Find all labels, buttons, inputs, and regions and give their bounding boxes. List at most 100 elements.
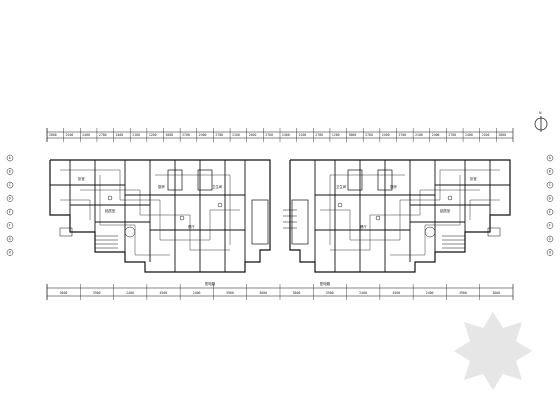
top-dimension-label: 2100 — [415, 133, 423, 137]
top-dimension-label: 2700 — [215, 133, 223, 137]
top-dimension-label: 2700 — [265, 133, 273, 137]
axis-bubble — [6, 181, 14, 189]
axis-bubble — [546, 222, 554, 229]
axis-bubble — [546, 208, 554, 216]
axis-bubble — [546, 181, 554, 189]
top-dimension-label: 2700 — [399, 133, 407, 137]
axis-bubble — [546, 235, 554, 243]
bottom-dimension-label: 4500 — [160, 291, 168, 295]
bottom-dimension-label: 2400 — [359, 291, 367, 295]
axis-label: G — [549, 237, 551, 241]
top-dimension-label: 2100 — [66, 133, 74, 137]
axis-label: E — [549, 210, 551, 214]
axis-bubble — [6, 249, 14, 256]
watermark-logo — [454, 312, 532, 390]
north-arrow-icon: N — [534, 111, 548, 132]
axis-label: E — [9, 210, 11, 214]
bottom-dimension-label: 2400 — [193, 291, 201, 295]
axis-label: D — [9, 197, 11, 201]
axis-label: H — [9, 251, 11, 255]
top-dimension-label: 1200 — [332, 133, 340, 137]
top-dimension-label: 2700 — [365, 133, 373, 137]
bottom-label-left: 配电箱 — [205, 281, 216, 286]
bottom-dimension-label: 3600 — [60, 291, 68, 295]
top-dimension-label: 2400 — [282, 133, 290, 137]
bottom-dimension-label: 3900 — [326, 291, 334, 295]
bottom-dimension-labels: 3600 3900 2400 4500 2400 3900 3600 3600 3900 2400… — [46, 284, 500, 300]
room-label: 餐厅 — [360, 224, 367, 229]
top-dimension-label: 2400 — [199, 133, 207, 137]
axis-bubble — [6, 222, 14, 229]
top-dimension-label: 2400 — [249, 133, 257, 137]
top-dimension-label: 2700 — [99, 133, 107, 137]
bottom-dimension-label: 3600 — [492, 291, 500, 295]
top-dimension-label: 2400 — [465, 133, 473, 137]
fixtures — [59, 195, 501, 238]
axis-bubble — [546, 195, 554, 202]
room-label: 餐厅 — [188, 224, 195, 229]
axis-label: H — [549, 251, 551, 255]
top-dimension-label: 1200 — [149, 133, 157, 137]
electrical-wiring — [60, 169, 500, 256]
top-dimension-label: 2100 — [232, 133, 240, 137]
axis-bubble — [546, 154, 554, 162]
top-dimension-label: 3000 — [349, 133, 357, 137]
room-label: 卫生间 — [336, 184, 347, 189]
interior-walls-right — [291, 160, 510, 272]
axis-label: F — [549, 224, 551, 228]
bottom-dimension-label: 3900 — [459, 291, 467, 295]
room-label: 起居室 — [105, 208, 116, 213]
top-dimension-label: 2100 — [299, 133, 307, 137]
axis-label: C — [9, 183, 11, 187]
top-dimension-label: 2700 — [448, 133, 456, 137]
top-dimension-labels: 2800 2100 2400 2700 2400 2100 1200 3000 2700 2400… — [46, 128, 506, 142]
axis-bubble — [546, 249, 554, 256]
axis-label: B — [9, 170, 11, 174]
top-dimension-label: 2400 — [432, 133, 440, 137]
right-axis-grid-labels: A B C D E F G H — [546, 154, 554, 256]
axis-bubble — [6, 168, 14, 175]
north-label: N — [539, 111, 542, 115]
room-label: 厨房 — [158, 184, 165, 189]
axis-bubble — [6, 235, 14, 243]
building-outline — [49, 159, 511, 273]
bottom-dimension-label: 3600 — [259, 291, 267, 295]
top-dimension-label: 2100 — [482, 133, 490, 137]
top-dimension-label: 2400 — [382, 133, 390, 137]
bottom-dimension-label: 2400 — [426, 291, 434, 295]
bottom-dimension-label: 3900 — [226, 291, 234, 295]
room-label: 卧室 — [78, 176, 85, 181]
bottom-dimension-label: 3600 — [293, 291, 301, 295]
axis-label: A — [9, 156, 11, 160]
axis-label: C — [549, 183, 551, 187]
axis-label: D — [549, 197, 551, 201]
axis-bubble — [6, 195, 14, 202]
left-axis-grid-labels: A B C D E F G H — [6, 154, 14, 256]
room-label: 厨房 — [390, 184, 397, 189]
top-dimension-label: 3000 — [166, 133, 174, 137]
bottom-dimension-label: 2400 — [126, 291, 134, 295]
axis-label: B — [549, 170, 551, 174]
room-label: 卧室 — [470, 176, 477, 181]
top-dimension-label: 2800 — [498, 133, 506, 137]
room-label: 起居室 — [440, 208, 451, 213]
axis-bubble — [6, 154, 14, 162]
stair-hatching — [95, 209, 465, 249]
top-dimension-label: 2400 — [82, 133, 90, 137]
axis-label: F — [9, 224, 11, 228]
axis-label: G — [9, 237, 11, 241]
bottom-dimension-label: 4500 — [393, 291, 401, 295]
room-label: 卫生间 — [212, 184, 223, 189]
axis-bubble — [6, 208, 14, 216]
bottom-label-right: 配电箱 — [320, 281, 331, 286]
top-dimension-label: 2700 — [315, 133, 323, 137]
axis-label: A — [549, 156, 551, 160]
top-dimension-label: 2400 — [116, 133, 124, 137]
bottom-dimension-label: 3900 — [93, 291, 101, 295]
interior-walls-left — [50, 160, 269, 272]
top-dimension-label: 2800 — [49, 133, 57, 137]
axis-bubble — [546, 168, 554, 175]
top-dimension-label: 2100 — [132, 133, 140, 137]
